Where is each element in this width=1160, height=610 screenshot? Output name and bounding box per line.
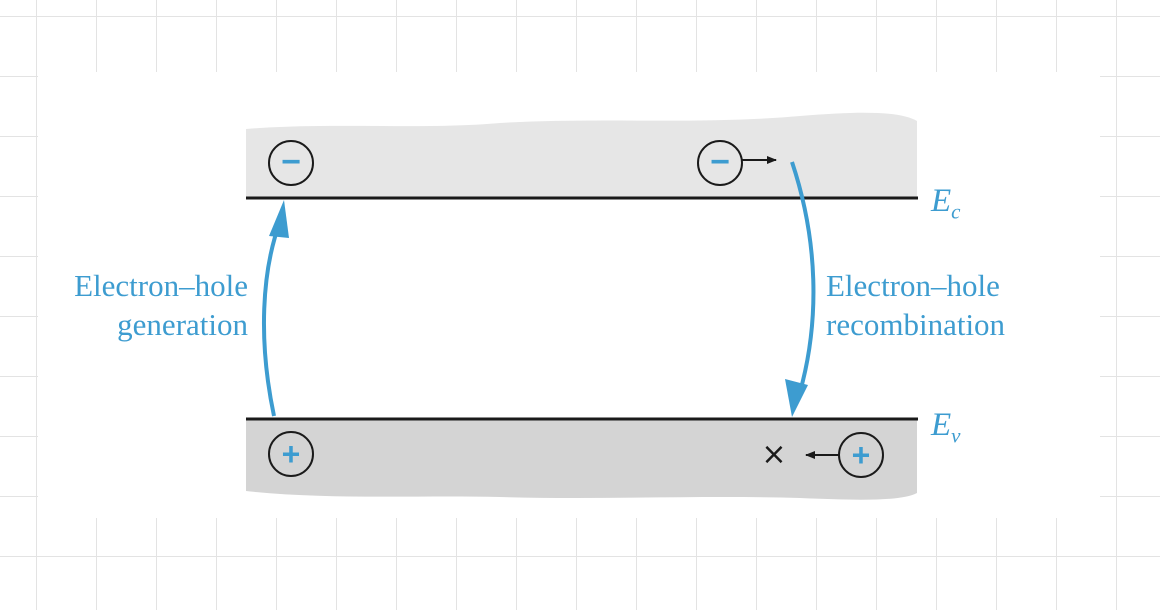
recombination-label-line1: Electron–hole (826, 268, 1000, 303)
ev-subscript: v (951, 423, 961, 448)
generation-label: Electron–hole generation (74, 266, 248, 344)
recombination-label: Electron–hole recombination (826, 266, 1005, 344)
ev-symbol: E (931, 407, 952, 443)
electron-left: − (268, 140, 314, 186)
generation-arrowhead (269, 200, 289, 238)
ec-symbol: E (931, 183, 952, 219)
generation-label-line2: generation (117, 307, 248, 342)
electron-left-sign: − (281, 143, 301, 181)
hole-left: + (268, 431, 314, 477)
generation-arrow (262, 221, 282, 417)
valence-band (246, 419, 917, 500)
valence-band-edge-label: Ev (931, 407, 961, 453)
recombination-label-line2: recombination (826, 307, 1006, 342)
generation-label-line1: Electron–hole (74, 268, 248, 303)
recombination-arrowhead (785, 379, 808, 417)
hole-right: + (838, 432, 884, 478)
conduction-band-edge-label: Ec (931, 183, 961, 229)
electron-right-sign: − (710, 143, 730, 181)
electron-right: − (697, 140, 743, 186)
hole-left-sign: + (282, 436, 301, 472)
vacant-state-mark: × (761, 437, 786, 472)
ec-subscript: c (951, 199, 961, 224)
recombination-arrow (790, 161, 816, 393)
hole-right-sign: + (852, 437, 871, 473)
conduction-band (246, 112, 917, 198)
